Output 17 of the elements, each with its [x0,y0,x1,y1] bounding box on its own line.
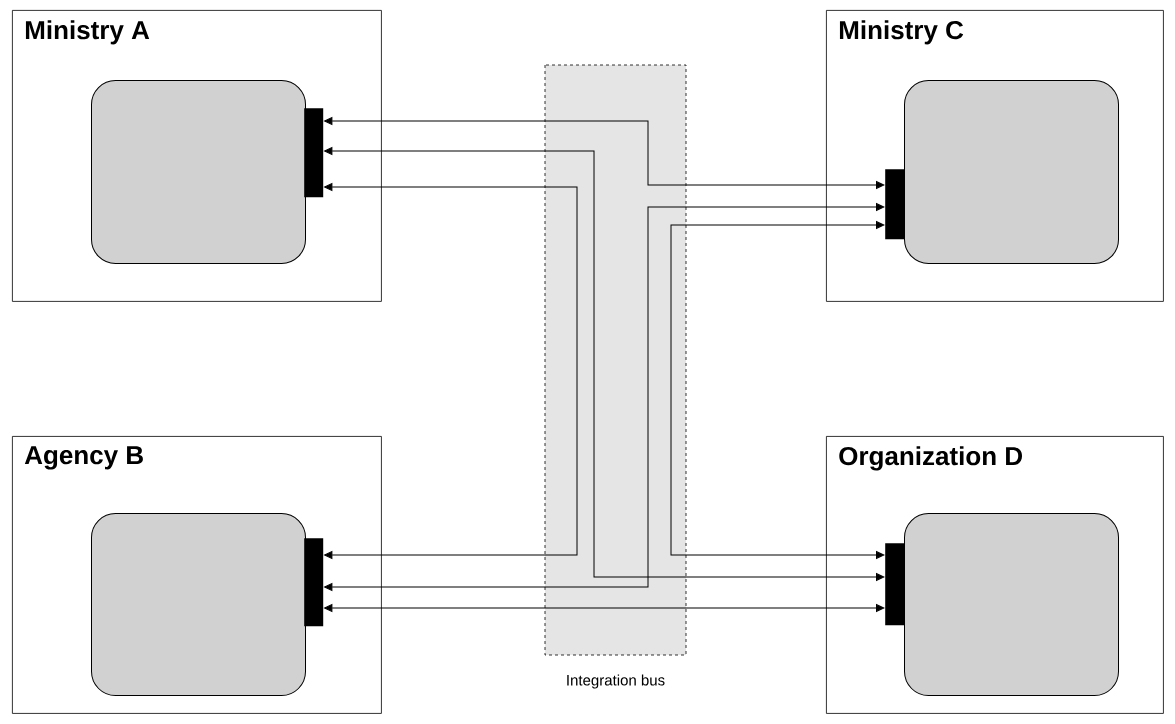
organization-box: Ministry C [826,10,1164,302]
port-bar [304,108,324,198]
organization-box: Organization D [826,436,1164,714]
port-bar [885,543,905,626]
system-box [91,513,306,696]
port-bar [885,169,905,240]
system-box [904,513,1119,696]
connector-arrow [324,117,885,189]
system-box [904,80,1119,264]
system-box [91,80,306,264]
organization-box: Agency B [12,436,382,714]
connector-arrow [324,604,885,612]
organization-box: Ministry A [12,10,382,302]
connector-arrow [670,221,885,559]
connector-arrow [324,183,578,559]
port-bar [304,538,324,627]
bus-label: Integration bus [567,674,665,689]
